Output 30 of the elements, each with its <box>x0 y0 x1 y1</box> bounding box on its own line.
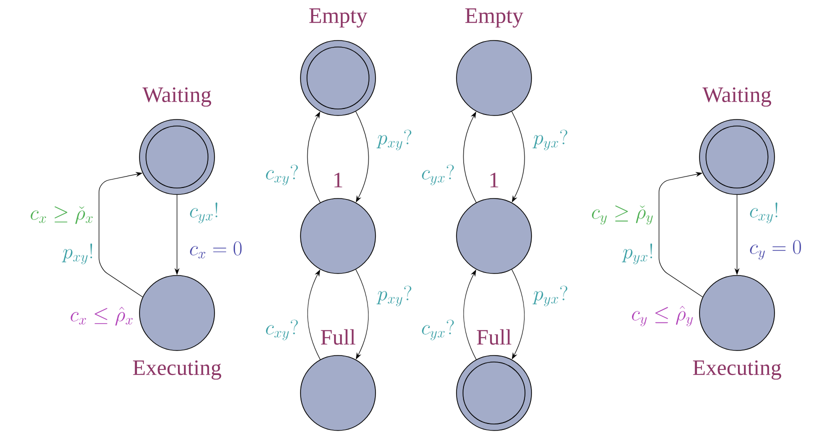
state-name: Full <box>320 329 356 345</box>
arrow <box>658 172 703 298</box>
edge-label: $p_{xy}?$ <box>376 286 412 306</box>
state-name: Waiting <box>142 87 212 107</box>
state-name: Executing <box>693 360 782 380</box>
invariant-label: $c_x \leq \hat{\rho}_x$ <box>70 306 133 326</box>
guard-label: $c_y \geq \check{\rho}_y$ <box>592 205 653 225</box>
state-name: Empty <box>309 8 368 28</box>
arrow <box>98 172 143 298</box>
edge-label: $c_{xy}?$ <box>266 320 298 340</box>
state-name: Executing <box>133 360 222 380</box>
edge-label: $c_{yx}?$ <box>422 164 454 186</box>
edge-label: $p_{xy}?$ <box>376 130 412 150</box>
guard-label: $c_x \geq \check{\rho}_x$ <box>30 206 93 224</box>
edge-label: $c_{yx}?$ <box>422 320 454 340</box>
state-name: Empty <box>465 8 524 28</box>
edge-label: $p_{yx}?$ <box>532 286 568 306</box>
invariant-label: $c_y \leq \hat{\rho}_y$ <box>632 306 693 326</box>
edge-label: $c_{xy}!$ <box>750 202 778 224</box>
edge-label: $c_{xy}?$ <box>266 164 298 186</box>
state-name: 1 <box>334 172 342 188</box>
edge-label: $p_{xy}!$ <box>62 244 92 264</box>
update-label: $c_x = 0$ <box>190 241 242 258</box>
update-label: $c_y = 0$ <box>750 240 801 260</box>
edge-label: $c_{yx}!$ <box>190 202 218 224</box>
edge-label: $p_{yx}?$ <box>532 130 568 150</box>
state-name: Waiting <box>702 87 772 107</box>
state-name: Full <box>476 329 512 345</box>
edge-label: $p_{yx}!$ <box>622 244 652 264</box>
state-name: 1 <box>490 172 498 188</box>
